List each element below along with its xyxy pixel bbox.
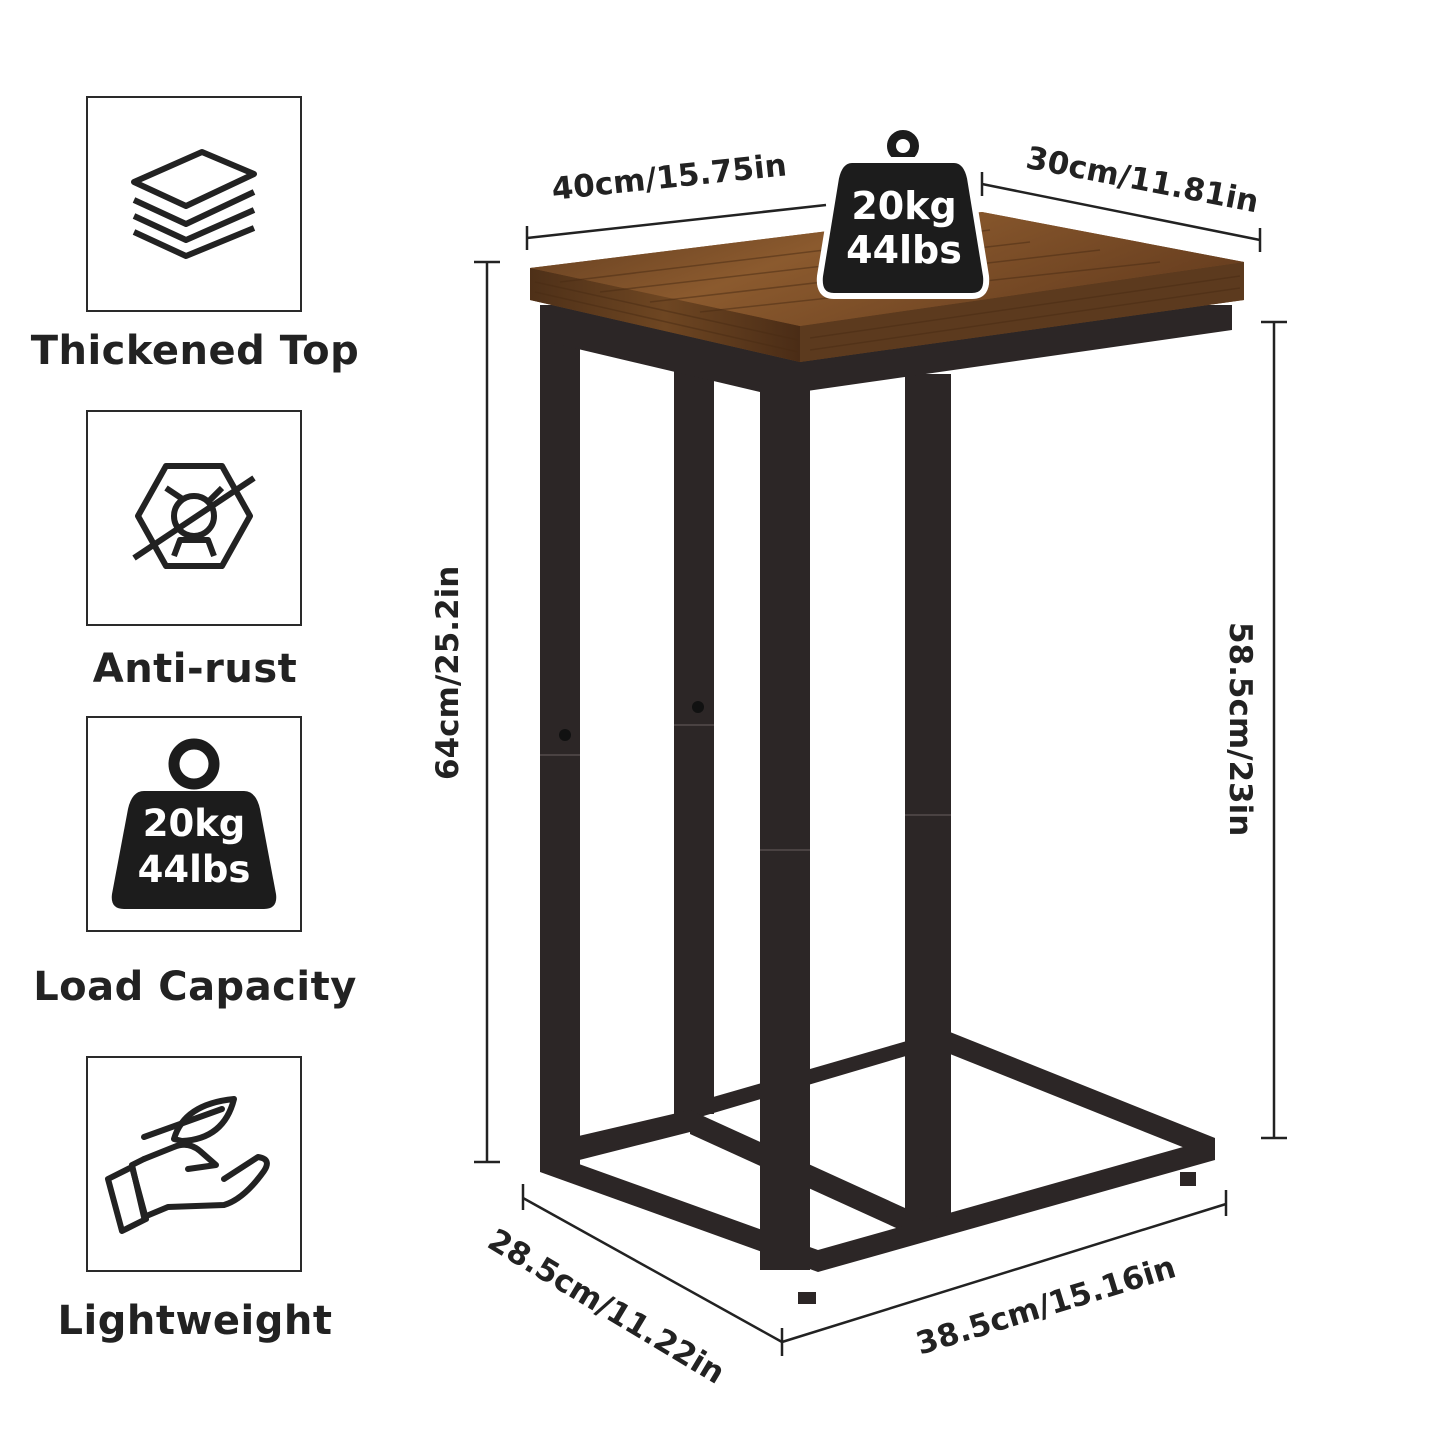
load-badge-lbs: 44lbs xyxy=(846,228,962,272)
feature-label-load-capacity: Load Capacity xyxy=(33,964,357,1010)
feature-label-lightweight: Lightweight xyxy=(57,1298,333,1344)
dim-total-height: 64cm/25.2in xyxy=(430,565,466,780)
feature-label-anti-rust: Anti-rust xyxy=(92,646,298,692)
frame-screws xyxy=(559,701,704,741)
anti-rust-hexagon-icon xyxy=(132,463,256,569)
feature-box-lightweight xyxy=(86,1056,302,1272)
weight-lbs-text: 44lbs xyxy=(137,848,251,891)
feature-box-thickened-top xyxy=(86,96,302,312)
metal-frame xyxy=(540,305,1232,1304)
dimension-lines xyxy=(474,172,1287,1356)
load-badge-kg: 20kg xyxy=(851,184,957,228)
frame-joints xyxy=(540,724,951,851)
stacked-layers-icon xyxy=(131,149,257,259)
feature-box-load-capacity: 20kg 44lbs xyxy=(86,716,302,932)
weight-kg-text: 20kg xyxy=(142,802,246,845)
weight-icon xyxy=(111,738,277,909)
feature-box-anti-rust xyxy=(86,410,302,626)
feature-label-thickened-top: Thickened Top xyxy=(30,328,360,374)
load-badge xyxy=(816,126,990,299)
dim-inner-height: 58.5cm/23in xyxy=(1222,622,1258,837)
hand-feather-icon xyxy=(105,1096,270,1234)
